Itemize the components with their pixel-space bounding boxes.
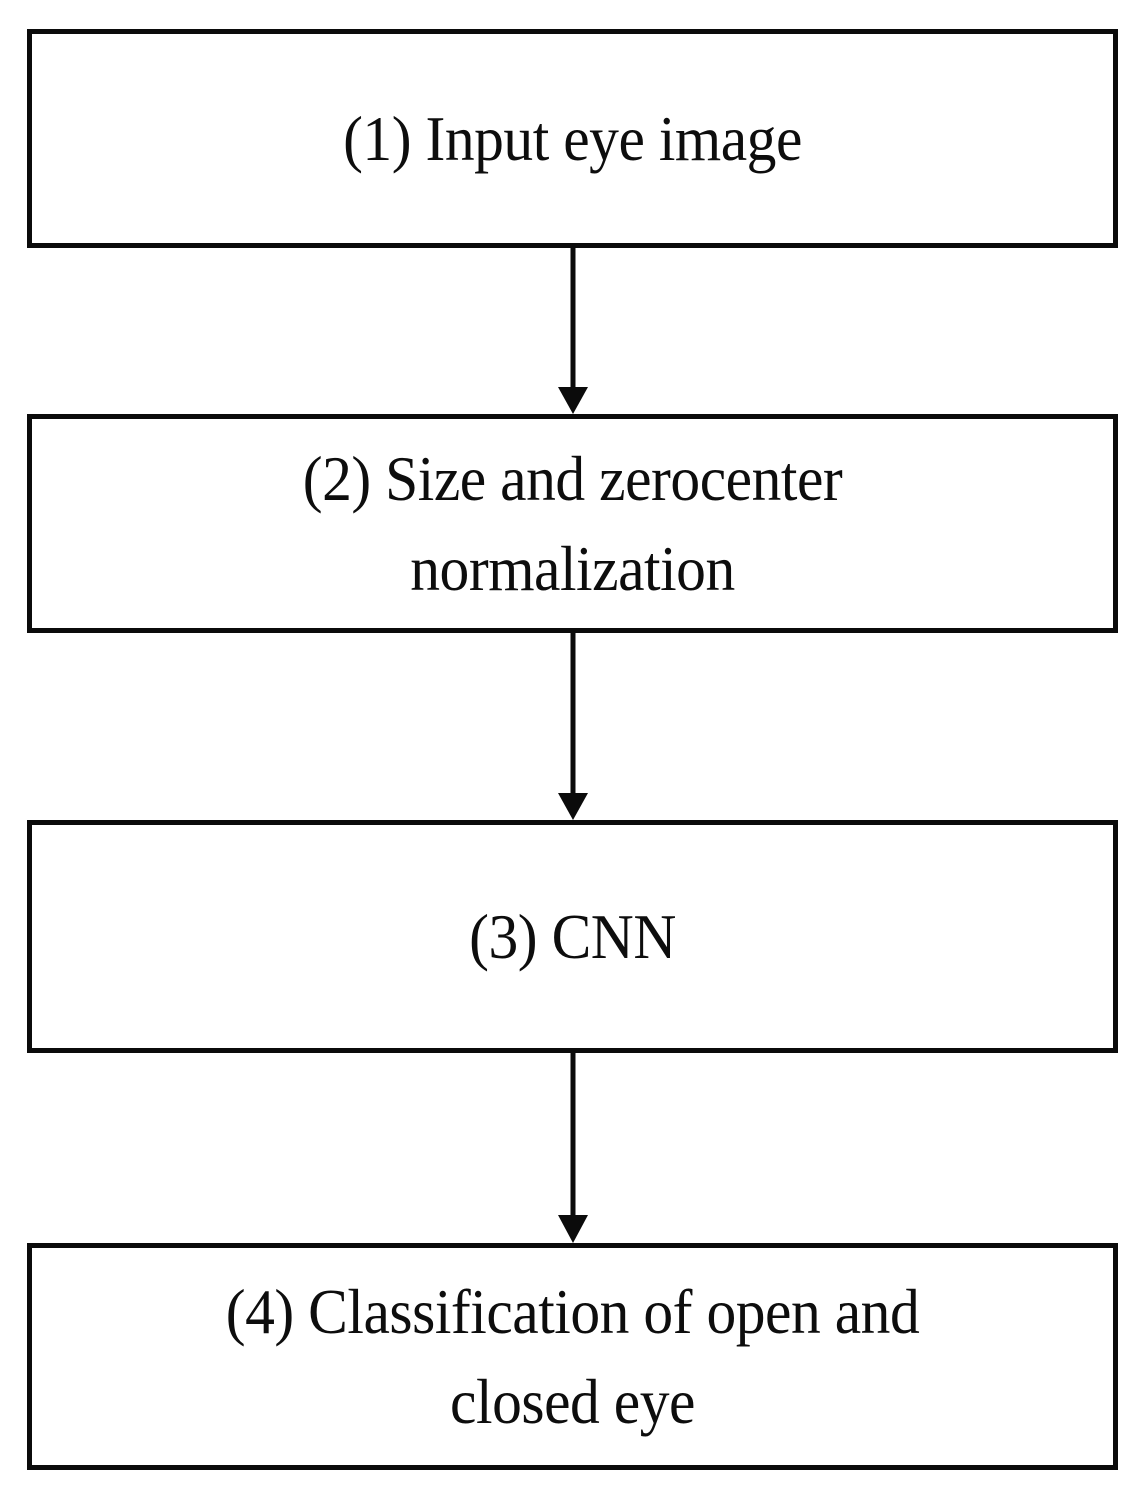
flow-node-label: (4) Classification of open and closed ey… bbox=[225, 1275, 920, 1437]
flow-node-classification-open-closed-eye: (4) Classification of open and closed ey… bbox=[27, 1243, 1118, 1470]
flow-arrow-1-to-2 bbox=[0, 248, 1144, 414]
flow-arrow-3-to-4 bbox=[0, 1053, 1144, 1243]
flow-node-label: (1) Input eye image bbox=[343, 102, 802, 174]
flow-node-label: (2) Size and zerocenter normalization bbox=[302, 442, 843, 604]
flow-node-input-eye-image: (1) Input eye image bbox=[27, 29, 1118, 248]
flow-node-cnn: (3) CNN bbox=[27, 820, 1118, 1053]
flow-node-label: (3) CNN bbox=[469, 900, 676, 972]
flow-node-size-zerocenter-normalization: (2) Size and zerocenter normalization bbox=[27, 414, 1118, 633]
flow-arrow-2-to-3 bbox=[0, 633, 1144, 820]
